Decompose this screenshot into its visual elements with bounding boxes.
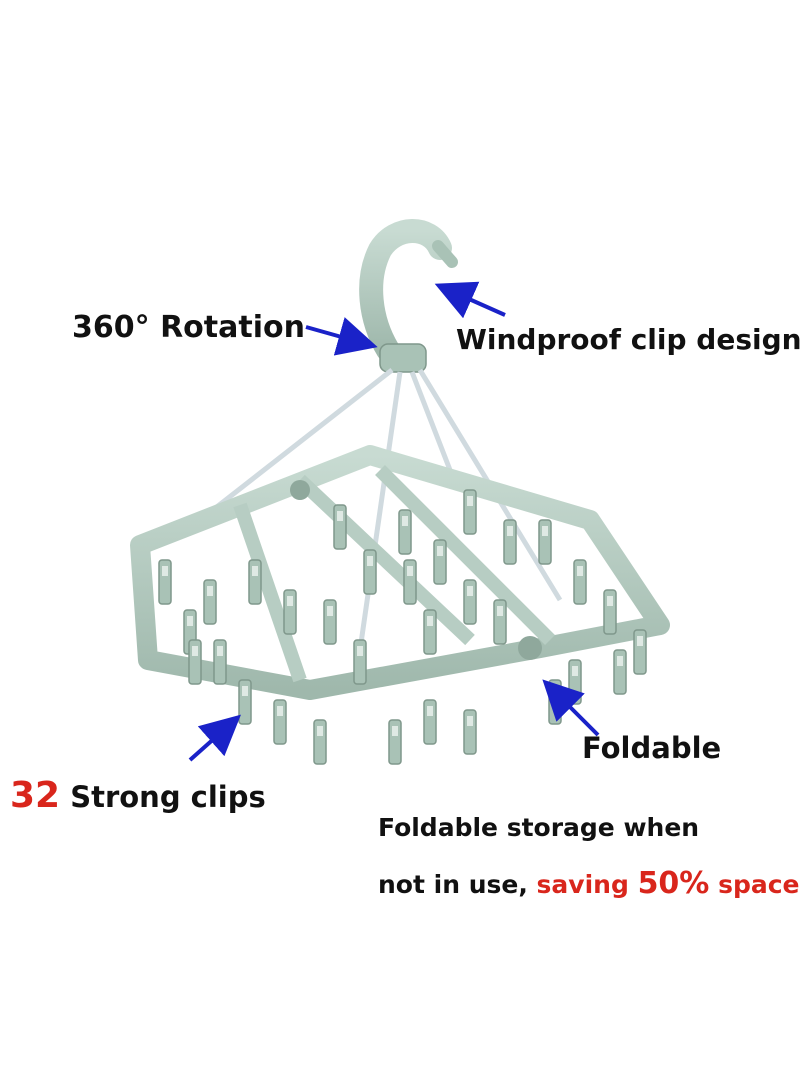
storage-text-space: space [709, 870, 800, 899]
annotation-arrows [188, 281, 600, 762]
foldable-label: Foldable [582, 731, 722, 765]
rotation-label: 360° Rotation [72, 310, 305, 345]
folding-frame [130, 445, 670, 700]
clips-label: 32 Strong clips [10, 778, 266, 814]
storage-label-line1: Foldable storage when [378, 813, 700, 842]
storage-text-percent: 50% [637, 866, 710, 901]
clips-count: 32 [10, 775, 61, 816]
storage-label-line2: not in use, saving 50% space [378, 869, 800, 899]
windproof-label: Windproof clip design [456, 323, 800, 356]
clips-text: Strong clips [60, 780, 266, 814]
rotating-hook [359, 219, 458, 373]
storage-text-saving: saving [536, 870, 638, 899]
storage-text-plain: not in use, [378, 870, 537, 899]
